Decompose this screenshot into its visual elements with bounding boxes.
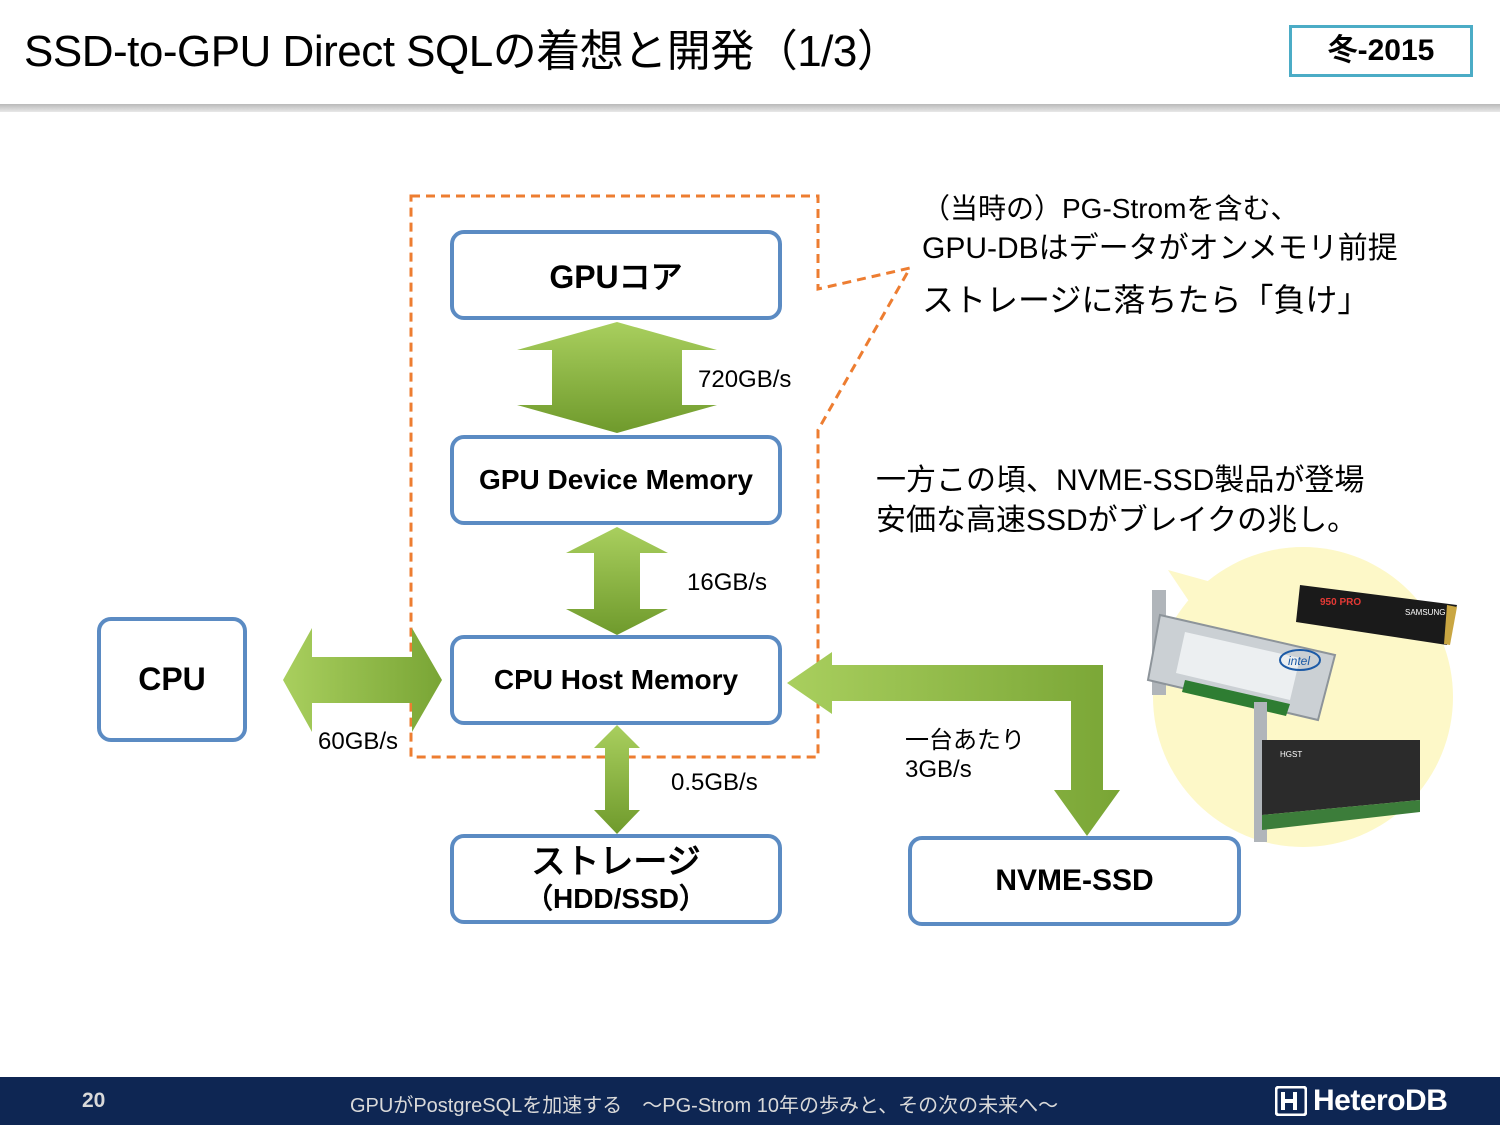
samsung-m2-ssd-image: 950 PRO SAMSUNG	[1296, 585, 1457, 645]
gpu-core-box: GPUコア	[450, 230, 782, 320]
header-divider	[0, 104, 1500, 112]
storage-label: ストレージ	[531, 843, 701, 881]
bandwidth-device-host: 16GB/s	[687, 569, 768, 596]
hgst-brand-text: HGST	[1280, 750, 1302, 759]
bandwidth-host-storage: 0.5GB/s	[671, 769, 758, 796]
gpu-scope-dashed-outline	[409, 194, 913, 759]
nvme-ssd-label: NVME-SSD	[995, 864, 1154, 897]
period-badge: 冬-2015	[1289, 25, 1473, 77]
gpu-device-memory-box: GPU Device Memory	[450, 435, 782, 525]
cpu-label: CPU	[138, 661, 206, 697]
bandwidth-cpu-host: 60GB/s	[318, 728, 399, 755]
footer-subtitle: GPUがPostgreSQLを加速する ～PG-Strom 10年の歩みと、その…	[350, 1095, 1059, 1117]
heterodb-logo: HeteroDB	[1275, 1084, 1448, 1118]
storage-type-label: （HDD/SSD）	[524, 883, 707, 914]
arrow-gpu-core-device	[517, 322, 717, 433]
slide-title: SSD-to-GPU Direct SQLの着想と開発（1/3）	[24, 27, 901, 76]
heterodb-logo-icon	[1275, 1086, 1307, 1116]
nvme-note-line2: 安価な高速SSDがブレイクの兆し。	[876, 504, 1358, 537]
callout-note-line2: GPU-DBはデータがオンメモリ前提	[922, 232, 1398, 265]
nvme-ssd-box: NVME-SSD	[908, 836, 1241, 926]
cpu-host-memory-box: CPU Host Memory	[450, 635, 782, 725]
footer-bar: 20 GPUがPostgreSQLを加速する ～PG-Strom 10年の歩みと…	[0, 1077, 1500, 1125]
page-number: 20	[82, 1089, 106, 1112]
gpu-core-label: GPUコア	[549, 259, 683, 295]
cpu-host-memory-label: CPU Host Memory	[493, 664, 739, 695]
arrow-nvme-host	[787, 652, 1120, 836]
hgst-ssd-card-image: HGST	[1254, 702, 1420, 842]
samsung-model-text: 950 PRO	[1320, 597, 1361, 608]
intel-logo-text: intel	[1288, 654, 1310, 668]
cpu-box: CPU	[97, 617, 247, 742]
bandwidth-gpu-core-device: 720GB/s	[698, 366, 792, 393]
arrow-device-host	[566, 527, 668, 635]
arrow-host-storage	[594, 725, 640, 834]
product-callout-wedge	[1168, 570, 1240, 640]
storage-box: ストレージ （HDD/SSD）	[450, 834, 782, 924]
callout-note-line1: （当時の）PG-Stromを含む、	[922, 193, 1299, 224]
callout-note-line3: ストレージに落ちたら「負け」	[922, 282, 1370, 318]
heterodb-logo-text: HeteroDB	[1313, 1084, 1448, 1117]
samsung-brand-text: SAMSUNG	[1405, 608, 1445, 617]
gpu-device-memory-label: GPU Device Memory	[479, 464, 753, 495]
bandwidth-nvme-value: 3GB/s	[905, 756, 972, 783]
bandwidth-nvme-per-device: 一台あたり	[905, 727, 1025, 754]
nvme-note-line1: 一方この頃、NVME-SSD製品が登場	[876, 464, 1365, 497]
arrow-cpu-host	[283, 628, 442, 732]
